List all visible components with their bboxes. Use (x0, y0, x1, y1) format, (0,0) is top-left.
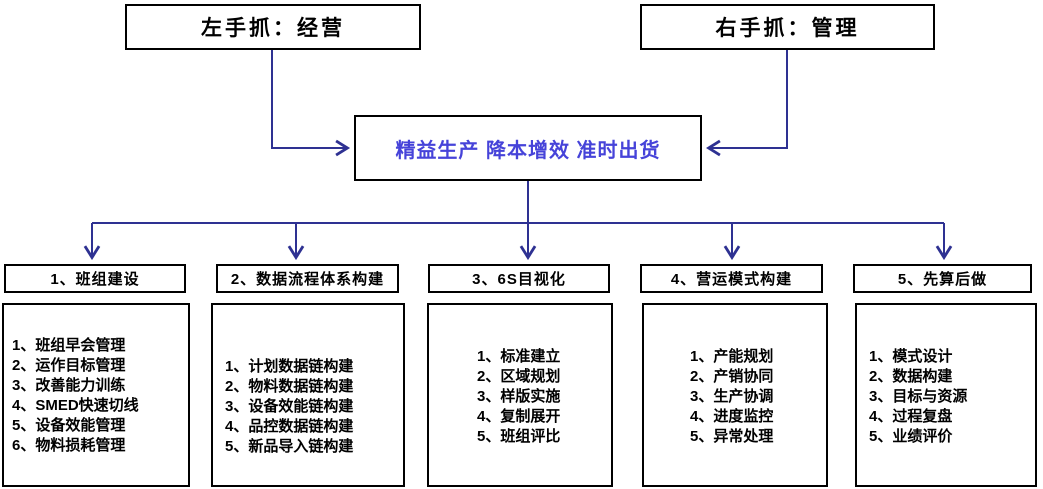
column-list-plan-first: 1、模式设计 2、数据构建 3、目标与资源 4、过程复盘 5、业绩评价 (855, 303, 1037, 487)
left-hand-box: 左手抓：经营 (125, 4, 421, 50)
list-item: 4、品控数据链构建 (225, 418, 354, 435)
column-header-label: 4、营运模式构建 (670, 271, 793, 288)
column-header-label: 1、班组建设 (50, 271, 140, 288)
column-header-team-building: 1、班组建设 (4, 264, 186, 293)
column-list-6s-visualization: 1、标准建立 2、区域规划 3、样版实施 4、复制展开 5、班组评比 (427, 303, 613, 487)
list-item: 3、目标与资源 (869, 388, 968, 405)
list-item: 3、样版实施 (477, 388, 561, 405)
right-hand-label: 右手抓：管理 (715, 17, 860, 40)
right-hand-box: 右手抓：管理 (640, 4, 935, 50)
list-item: 4、SMED快速切线 (12, 397, 139, 414)
list-item: 2、运作目标管理 (12, 357, 126, 374)
list-item: 5、设备效能管理 (12, 417, 126, 434)
list-item: 1、模式设计 (869, 348, 953, 365)
connector-left-to-center (271, 50, 351, 157)
list-item: 1、班组早会管理 (12, 337, 126, 354)
list-item: 1、标准建立 (477, 348, 561, 365)
list-item: 5、新品导入链构建 (225, 438, 354, 455)
list-item: 1、计划数据链构建 (225, 358, 354, 375)
list-item: 5、异常处理 (690, 428, 774, 445)
column-header-6s-visualization: 3、6S目视化 (428, 264, 610, 293)
column-header-label: 5、先算后做 (897, 271, 988, 288)
list-item: 4、进度监控 (690, 408, 774, 425)
list-item: 4、复制展开 (477, 408, 561, 425)
column-header-data-process: 2、数据流程体系构建 (216, 264, 399, 293)
list-item: 5、班组评比 (477, 428, 561, 445)
list-item: 3、改善能力训练 (12, 377, 126, 394)
list-item: 4、过程复盘 (869, 408, 953, 425)
list-item: 3、设备效能链构建 (225, 398, 354, 415)
list-item: 2、物料数据链构建 (225, 378, 354, 395)
column-header-label: 3、6S目视化 (472, 271, 566, 288)
list-item: 5、业绩评价 (869, 428, 953, 445)
list-item: 2、区域规划 (477, 368, 561, 385)
goal-label: 精益生产 降本增效 准时出货 (395, 139, 661, 162)
column-header-label: 2、数据流程体系构建 (230, 271, 385, 288)
list-item: 6、物料损耗管理 (12, 437, 126, 454)
goal-box: 精益生产 降本增效 准时出货 (354, 115, 702, 181)
list-item: 2、产销协同 (690, 368, 774, 385)
column-list-team-building: 1、班组早会管理 2、运作目标管理 3、改善能力训练 4、SMED快速切线 5、… (2, 303, 190, 487)
column-list-data-process: 1、计划数据链构建 2、物料数据链构建 3、设备效能链构建 4、品控数据链构建 … (211, 303, 405, 487)
list-item: 1、产能规划 (690, 348, 774, 365)
column-list-operation-model: 1、产能规划 2、产销协同 3、生产协调 4、进度监控 5、异常处理 (642, 303, 828, 487)
list-item: 2、数据构建 (869, 368, 953, 385)
column-header-plan-first: 5、先算后做 (853, 264, 1032, 293)
column-header-operation-model: 4、营运模式构建 (640, 264, 823, 293)
left-hand-label: 左手抓：经营 (201, 17, 345, 40)
list-item: 3、生产协调 (690, 388, 774, 405)
connector-right-to-center (705, 50, 788, 157)
